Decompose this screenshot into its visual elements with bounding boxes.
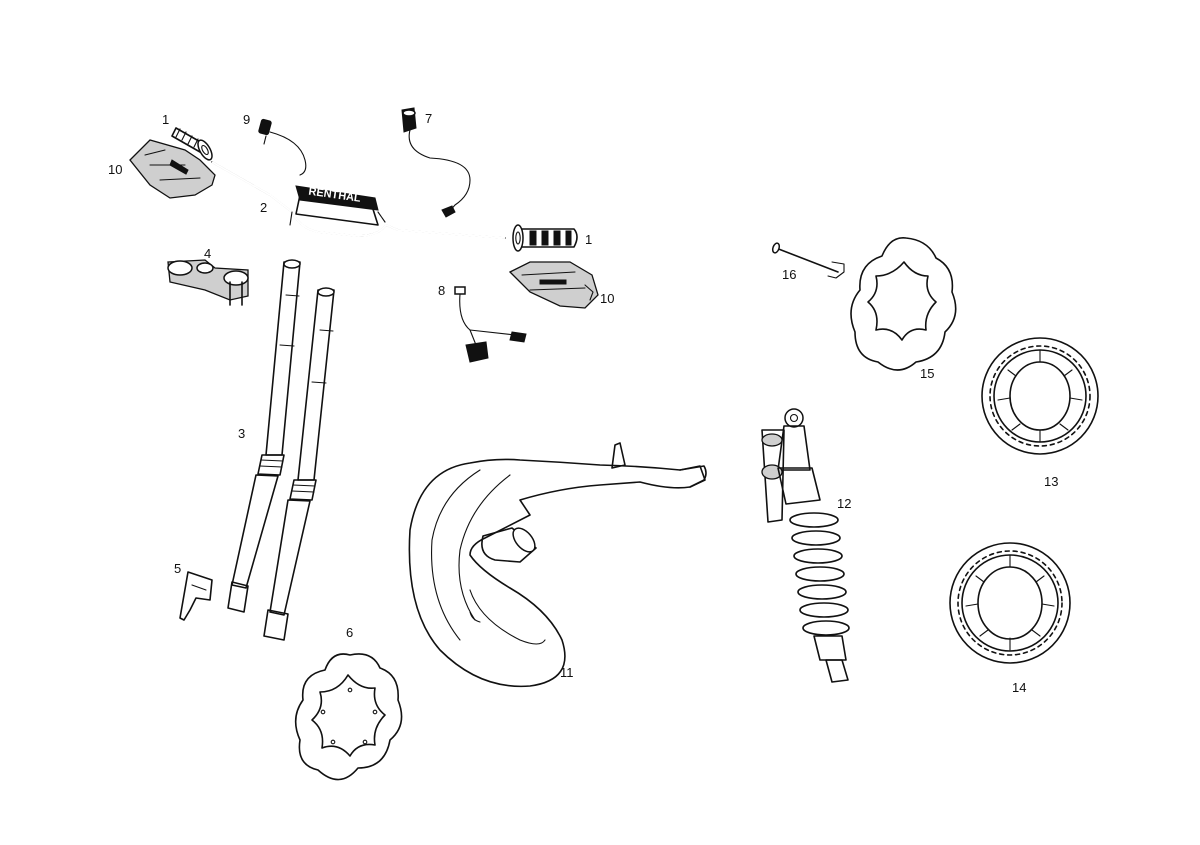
label-4: 4 [204, 246, 211, 261]
label-14: 14 [1012, 680, 1026, 695]
label-1-left: 1 [162, 112, 169, 127]
sprocket-14 [949, 542, 1071, 664]
left-grip [171, 127, 213, 161]
switch-8 [454, 286, 527, 363]
handlebar: RENTHAL [211, 161, 506, 239]
label-10-right: 10 [600, 291, 614, 306]
bolt-16 [771, 242, 845, 279]
label-13: 13 [1044, 474, 1058, 489]
rear-shock [761, 408, 850, 683]
label-1-right: 1 [585, 232, 592, 247]
fork-guard-5 [179, 571, 213, 621]
left-handguard [129, 139, 216, 199]
label-10-left: 10 [108, 162, 122, 177]
label-6: 6 [346, 625, 353, 640]
label-2: 2 [260, 200, 267, 215]
label-7: 7 [425, 111, 432, 126]
right-handguard [508, 261, 599, 309]
front-brake-disc [294, 653, 403, 781]
label-11: 11 [560, 665, 574, 680]
label-5: 5 [174, 561, 181, 576]
label-12: 12 [837, 496, 851, 511]
exhaust-pipe [408, 442, 707, 688]
right-grip [512, 224, 578, 252]
label-3: 3 [238, 426, 245, 441]
switch-9 [258, 118, 307, 176]
sprocket-13 [981, 337, 1099, 455]
rear-brake-disc [850, 237, 957, 371]
label-15: 15 [920, 366, 934, 381]
shock-spring [789, 512, 850, 636]
fork-legs [227, 259, 335, 641]
label-9: 9 [243, 112, 250, 127]
label-16: 16 [782, 267, 796, 282]
triple-clamp [167, 259, 249, 306]
switch-7 [401, 107, 471, 218]
label-8: 8 [438, 283, 445, 298]
